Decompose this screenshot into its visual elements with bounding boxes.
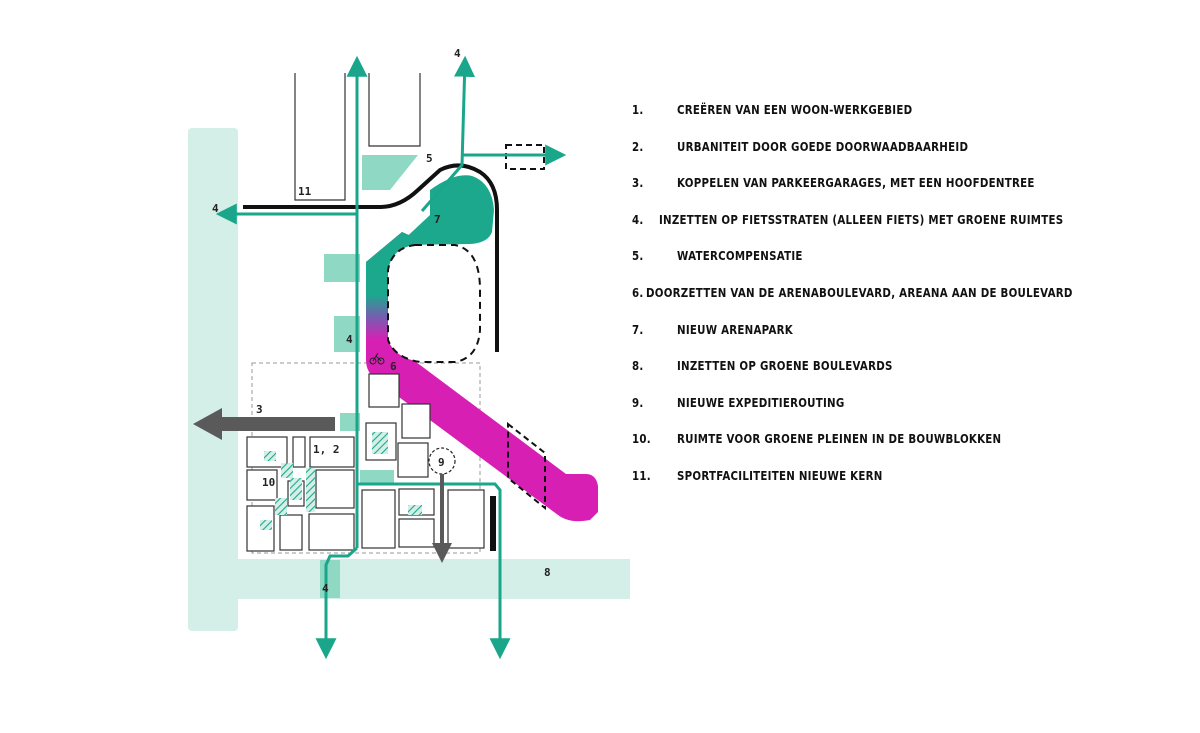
water-compensation-box: [505, 144, 545, 170]
legend-item: 9. NIEUWE EXPEDITIEROUTING: [632, 395, 1152, 432]
legend-number: 11.: [632, 467, 651, 483]
legend-item: 11. SPORTFACILITEITEN NIEUWE KERN: [632, 468, 1152, 505]
legend-item: 4. INZETTEN OP FIETSSTRATEN (ALLEEN FIETS…: [632, 212, 1152, 249]
arena-outline: [387, 244, 481, 363]
legend-text: SPORTFACILITEITEN NIEUWE KERN: [677, 467, 883, 483]
green-squares-hatch: [260, 432, 422, 530]
legend-number: 5.: [632, 248, 644, 264]
label-5: 5: [426, 152, 433, 165]
label-10: 10: [262, 476, 275, 489]
legend-item: 1. CREËREN VAN EEN WOON-WERKGEBIED: [632, 102, 1152, 139]
legend-item: 2. URBANITEIT DOOR GOEDE DOORWAADBAARHEID: [632, 139, 1152, 176]
legend-number: 1.: [632, 102, 644, 117]
legend-list: 1. CREËREN VAN EEN WOON-WERKGEBIED 2. URBA…: [632, 102, 1152, 505]
legend-item: 7. NIEUW ARENAPARK: [632, 322, 1152, 359]
legend-number: 3.: [632, 175, 644, 191]
legend-text: RUIMTE VOOR GROENE PLEINEN IN DE BOUWBLO…: [677, 431, 1002, 447]
legend-number: 4.: [632, 211, 644, 227]
green-boulevard-zone: [188, 128, 630, 631]
label-9: 9: [438, 456, 445, 469]
legend-text: NIEUW ARENAPARK: [677, 321, 793, 337]
label-6: 6: [390, 360, 397, 373]
label-4-bottom: 4: [322, 582, 329, 595]
legend-text: CREËREN VAN EEN WOON-WERKGEBIED: [677, 102, 913, 117]
legend-text: DOORZETTEN VAN DE ARENABOULEVARD, AREANA…: [646, 284, 1073, 300]
legend-number: 2.: [632, 138, 644, 154]
label-4-left: 4: [212, 202, 219, 215]
legend-item: 8. INZETTEN OP GROENE BOULEVARDS: [632, 358, 1152, 395]
legend-number: 6.: [632, 284, 644, 300]
legend-item: 6.DOORZETTEN VAN DE ARENABOULEVARD, AREA…: [632, 285, 1152, 322]
road-curve: [243, 163, 499, 352]
legend-item: 5. WATERCOMPENSATIE: [632, 248, 1152, 285]
label-7: 7: [434, 213, 441, 226]
legend-text: INZETTEN OP FIETSSTRATEN (ALLEEN FIETS) …: [658, 211, 1064, 227]
label-4-top: 4: [454, 47, 461, 60]
bicycle-icon: [369, 352, 385, 365]
legend-number: 8.: [632, 358, 644, 374]
label-1-2: 1, 2: [313, 443, 340, 456]
boulevard-parking-outline: [507, 421, 546, 511]
legend-number: 7.: [632, 321, 644, 337]
label-11: 11: [298, 185, 312, 198]
legend-item: 10. RUIMTE VOOR GROENE PLEINEN IN DE BOUW…: [632, 431, 1152, 468]
sport-facility-buildings: [294, 73, 421, 201]
arenaboulevard-gradient: [366, 232, 420, 371]
legend-item: 3. KOPPELEN VAN PARKEERGARAGES, MET EEN H…: [632, 175, 1152, 212]
legend-number: 9.: [632, 394, 644, 410]
building-area-outline: [251, 362, 481, 554]
label-4-mid: 4: [346, 333, 353, 346]
label-3: 3: [256, 403, 263, 416]
legend-text: WATERCOMPENSATIE: [677, 248, 803, 264]
legend-text: KOPPELEN VAN PARKEERGARAGES, MET EEN HOO…: [677, 175, 1035, 191]
black-bar: [490, 496, 496, 551]
parking-entrance-arrow: [193, 408, 335, 440]
arenapark-top: [398, 175, 494, 245]
legend-text: NIEUWE EXPEDITIEROUTING: [677, 394, 845, 410]
bike-routes: [215, 55, 567, 660]
legend-text: URBANITEIT DOOR GOEDE DOORWAADBAARHEID: [677, 138, 969, 154]
legend-text: INZETTEN OP GROENE BOULEVARDS: [677, 358, 893, 374]
legend-number: 10.: [632, 431, 651, 447]
label-8: 8: [544, 566, 551, 579]
